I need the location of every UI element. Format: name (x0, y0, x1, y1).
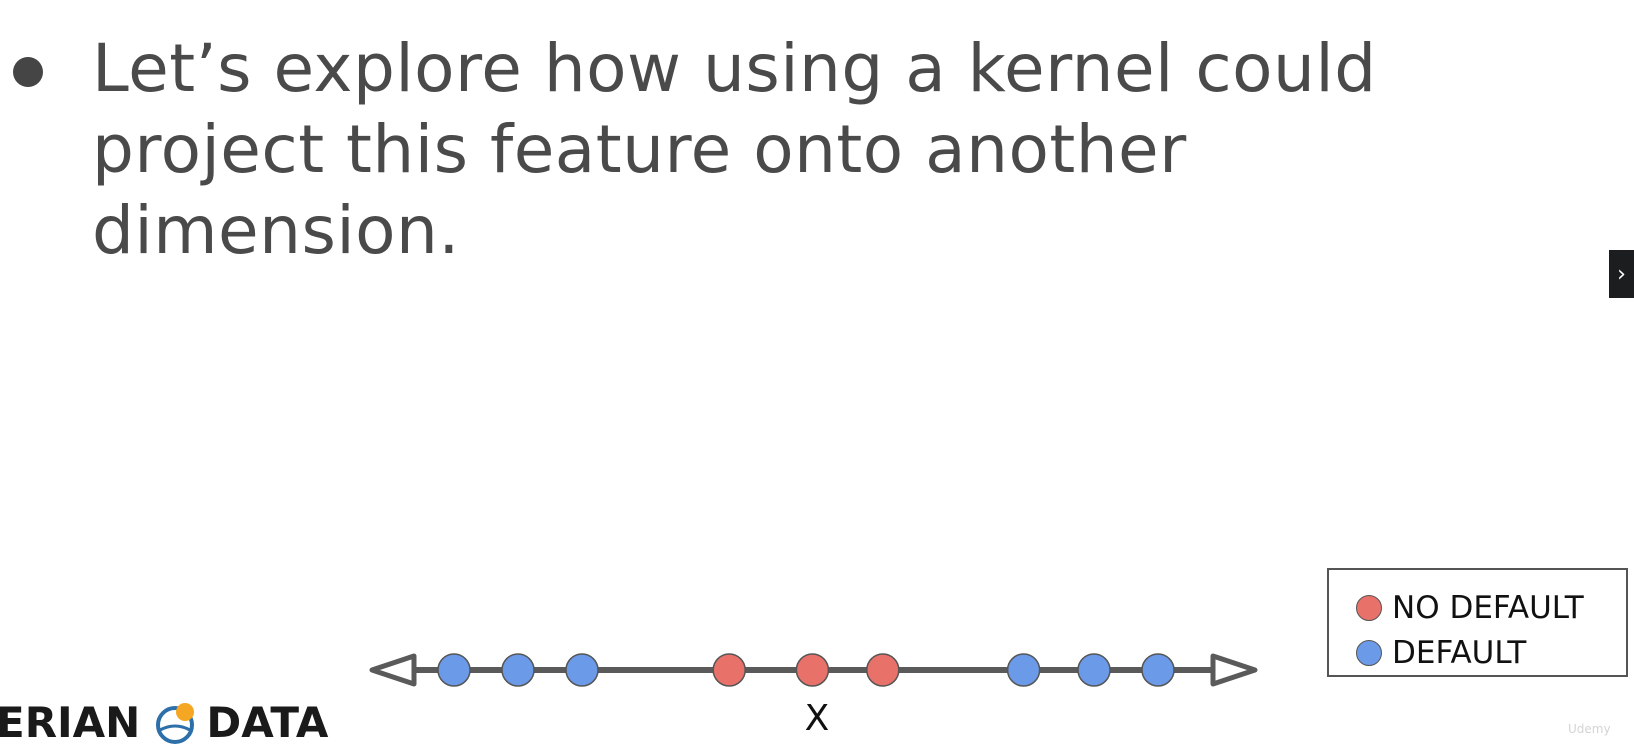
legend-item-no-default: NO DEFAULT (1356, 590, 1584, 626)
legend: NO DEFAULT DEFAULT (1327, 568, 1628, 677)
data-point (795, 653, 830, 687)
legend-label: NO DEFAULT (1392, 590, 1584, 626)
data-point (1006, 653, 1041, 687)
globe-sun-logo-icon (156, 702, 195, 744)
watermark: Udemy (1568, 722, 1611, 736)
bullet-point (13, 57, 43, 87)
number-line-chart: X (369, 653, 1258, 734)
chevron-right-icon: › (1617, 261, 1626, 287)
legend-swatch-blue (1356, 640, 1382, 666)
logo-text-right: DATA (206, 698, 329, 747)
bullet-line: Let’s explore how using a kernel could (92, 30, 1377, 107)
data-point (501, 653, 535, 687)
next-slide-button[interactable]: › (1609, 250, 1634, 298)
data-point (565, 653, 599, 687)
data-point (712, 653, 746, 687)
bullet-line: project this feature onto another (92, 111, 1187, 188)
bullet-text: Let’s explore how using a kernel could p… (92, 28, 1532, 271)
logo-text-left: ERIAN (0, 698, 141, 747)
data-point (437, 653, 471, 687)
x-axis-label: X (805, 698, 830, 734)
data-point (1077, 653, 1111, 687)
data-point (866, 653, 900, 687)
legend-item-default: DEFAULT (1356, 635, 1526, 671)
x-axis-right-arrow (1210, 653, 1258, 687)
brand-logo: ERIAN DATA (0, 698, 328, 747)
x-axis-left-arrow (369, 653, 417, 687)
data-point (1141, 653, 1175, 687)
bullet-line: dimension. (92, 192, 460, 269)
legend-label: DEFAULT (1392, 635, 1527, 671)
legend-swatch-red (1356, 595, 1382, 621)
